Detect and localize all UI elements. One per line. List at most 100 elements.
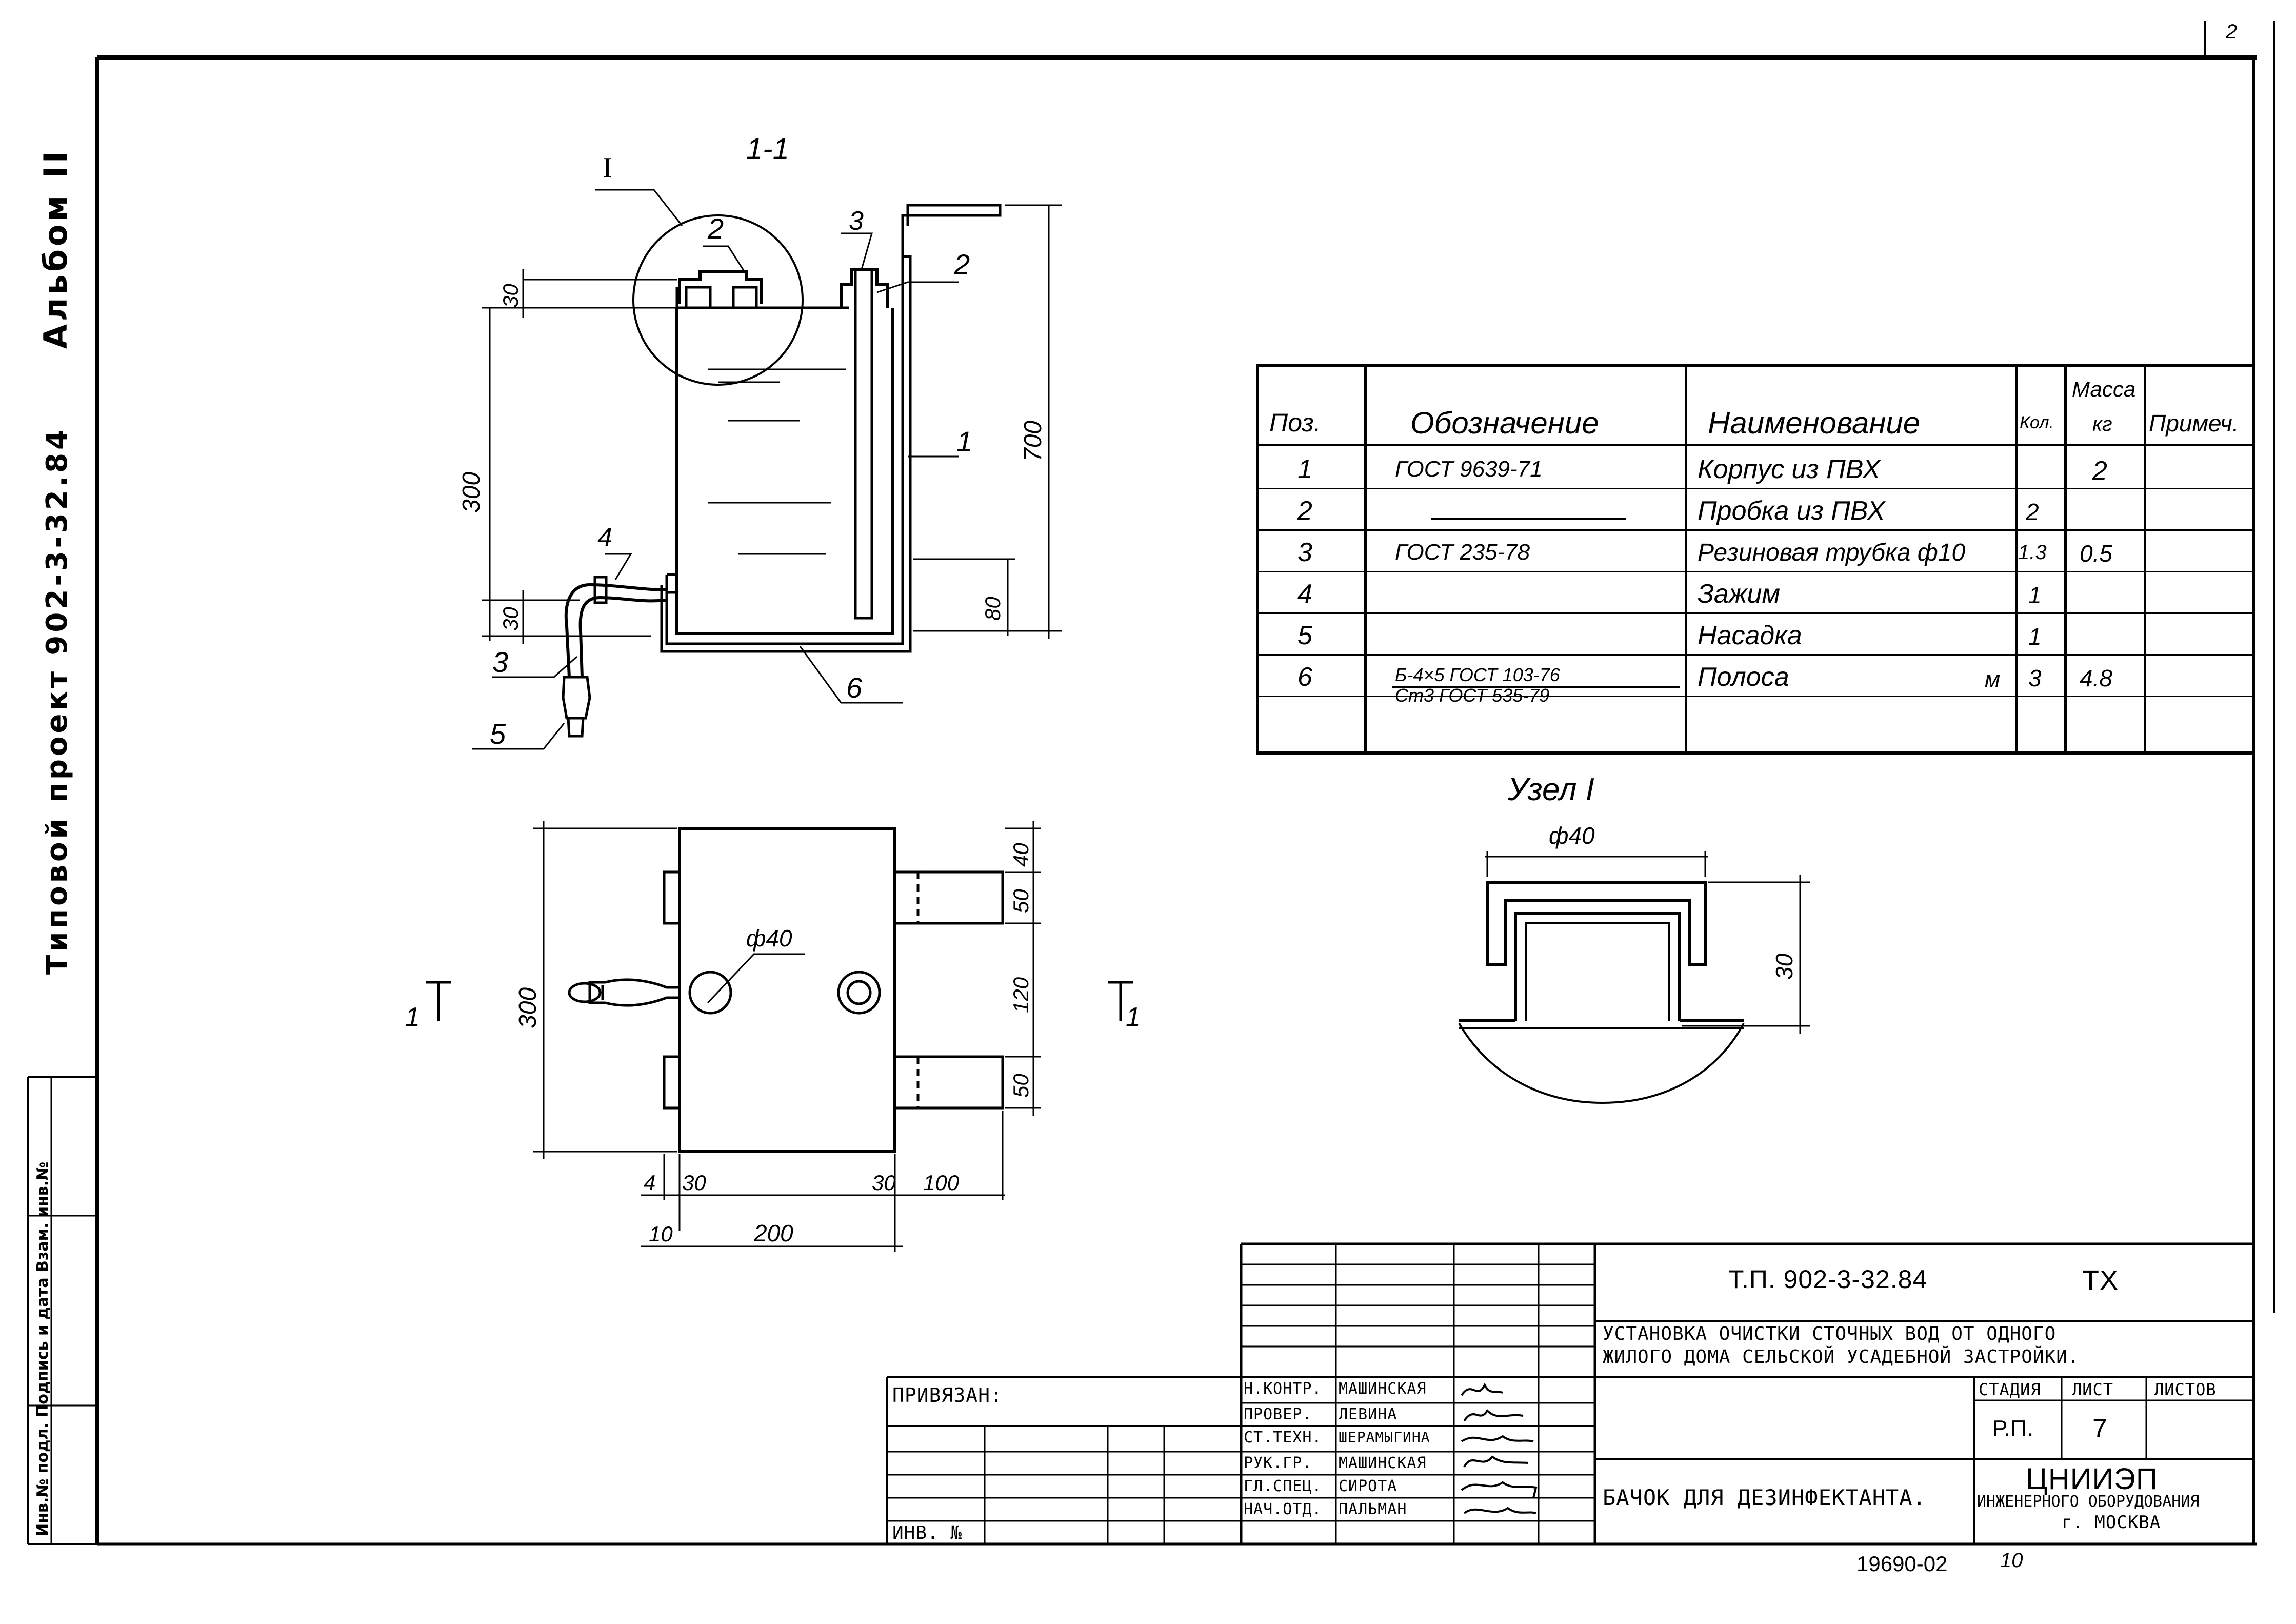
header-pos: Поз. [1269,408,1321,437]
row1-name: Корпус из ПВХ [1698,454,1881,484]
row6-mass: 4.8 [2080,665,2112,691]
plan-dim-40: 40 [1009,843,1033,867]
role-name: СИРОТА [1339,1477,1397,1495]
row5-name: Насадка [1698,621,1802,650]
role-name: ПАЛЬМАН [1339,1500,1407,1518]
plan-dim-50b: 50 [1009,1074,1033,1098]
strip-label: Инв.№ подл. Подпись и дата Взам. инв.№ [34,1162,52,1536]
stage-value: Р.П. [1992,1416,2034,1441]
sheet-header: ЛИСТ [2072,1380,2114,1399]
dim-80: 80 [981,597,1005,621]
header-mass-unit: кг [2092,413,2112,435]
plan-dim-50a: 50 [1009,889,1033,913]
plan-dim-120: 120 [1009,977,1033,1013]
header-name: Наименование [1708,406,1921,440]
project-title-line1: УСТАНОВКА ОЧИСТКИ СТОЧНЫХ ВОД ОТ ОДНОГО [1603,1323,2057,1344]
role-name: МАШИНСКАЯ [1339,1454,1427,1472]
row6-designation-underline [1392,686,1680,688]
dim-30-bottom: 30 [498,607,523,631]
project-title-line2: ЖИЛОГО ДОМА СЕЛЬСКОЙ УСАДЕБНОЙ ЗАСТРОЙКИ… [1603,1346,2080,1368]
spec-table: Поз. Обозначение Наименование Кол. Масса… [1256,364,2254,755]
role-name: МАШИНСКАЯ [1339,1380,1427,1398]
row3-mass: 0.5 [2080,540,2112,567]
signatures [1461,1382,1538,1514]
stage-header: СТАДИЯ [1979,1380,2041,1399]
plan-dim-30b: 30 [872,1171,896,1195]
bottom-page-mark: 10 [2000,1549,2023,1572]
header-note: Примеч. [2149,410,2239,437]
row4-name: Зажим [1698,579,1781,609]
header-mass: Масса [2072,377,2136,401]
cut-right-label: 1 [1126,1002,1141,1032]
callout-4: 4 [597,523,612,552]
callout-1: 1 [956,425,972,458]
row5-pos: 5 [1297,621,1312,650]
role-label: РУК.ГР. [1244,1454,1312,1472]
row6-designation2: Ст3 ГОСТ 535-79 [1395,685,1550,706]
side-stamp-strip: Инв.№ подл. Подпись и дата Взам. инв.№ [34,1162,52,1536]
dim-300: 300 [458,472,485,513]
inv-label: ИНВ. № [892,1522,963,1543]
dim-700: 700 [1020,421,1047,462]
row2-pos: 2 [1297,496,1312,526]
plan-dim-200: 200 [753,1220,793,1246]
row1-designation: ГОСТ 9639-71 [1395,457,1543,482]
callout-node: I [603,152,612,184]
row3-pos: 3 [1297,538,1312,567]
stamp-mark: ТХ [2082,1265,2119,1296]
row1-pos: 1 [1297,454,1312,484]
drawing-title: БАЧОК ДЛЯ ДЕЗИНФЕКТАНТА. [1603,1485,1926,1510]
row6-qty: 3 [2028,665,2042,691]
header-designation: Обозначение [1410,406,1599,440]
row3-qty: 1.3 [2018,541,2047,564]
row6-pos: 6 [1297,662,1312,692]
row3-name: Резиновая трубка ф10 [1698,539,1966,566]
project-title-vertical: Типовой проект 902-3-32.84 [41,427,74,975]
sheets-header: ЛИСТОВ [2154,1380,2217,1399]
archive-number: 19690-02 [1856,1552,1948,1576]
row6-name: Полоса [1698,662,1789,692]
row6-unit: м [1985,667,2001,692]
bound-label: ПРИВЯЗАН: [892,1384,1003,1407]
row5-qty: 1 [2028,623,2042,650]
plan-phi40: ф40 [746,925,792,952]
role-name: ЛЕВИНА [1339,1405,1397,1423]
row2-qty: 2 [2026,499,2039,525]
side-title: Альбом II Типовой проект 902-3-32.84 [37,148,74,975]
role-label: НАЧ.ОТД. [1244,1500,1322,1518]
header-qty: Кол. [2020,413,2054,432]
stamp-code: Т.П. 902-3-32.84 [1728,1265,1928,1294]
page-number: 2 [2226,21,2238,43]
cut-left-label: 1 [405,1002,420,1032]
row2-name: Пробка из ПВХ [1698,496,1885,526]
plan-dim-10: 10 [649,1222,673,1246]
org-line2: ИНЖЕНЕРНОГО ОБОРУДОВАНИЯ [1977,1493,2200,1511]
row4-pos: 4 [1297,579,1312,609]
row4-qty: 1 [2028,582,2042,608]
node-phi40: ф40 [1549,822,1595,849]
callout-5: 5 [490,718,506,750]
plan-dim-300: 300 [514,987,542,1028]
role-label: СТ.ТЕХН. [1244,1429,1322,1447]
node-title: Узел I [1507,772,1594,807]
row6-designation: Б-4×5 ГОСТ 103-76 [1395,664,1560,685]
callout-2a: 2 [707,212,724,245]
role-label: Н.КОНТР. [1244,1380,1322,1398]
node-dim-30: 30 [1771,953,1798,980]
role-label: ПРОВЕР. [1244,1405,1312,1423]
row2-designation-dash [1431,518,1626,520]
org-city: г. МОСКВА [2062,1512,2161,1533]
role-label: ГЛ.СПЕЦ. [1244,1477,1322,1495]
callout-2b: 2 [953,248,970,281]
callout-6: 6 [846,671,863,704]
callout-3b: 3 [492,646,508,678]
sheet-value: 7 [2092,1414,2108,1443]
row1-mass: 2 [2092,456,2107,486]
plan-dim-30a: 30 [682,1171,706,1195]
row3-designation: ГОСТ 235-78 [1395,540,1530,565]
